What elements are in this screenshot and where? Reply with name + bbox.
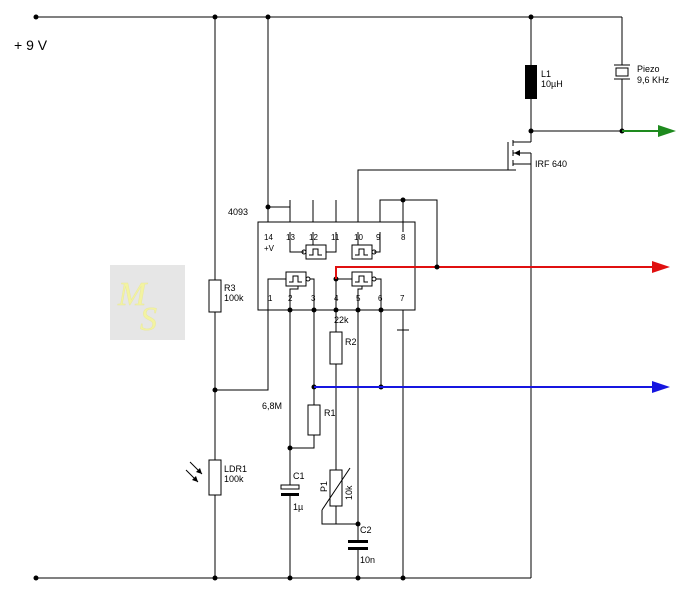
ldr1-value: 100k xyxy=(224,474,244,484)
piezo-ref: Piezo xyxy=(637,64,660,74)
mosfet-ref: IRF 640 xyxy=(535,159,567,169)
c2-capacitor: C2 10n xyxy=(348,525,375,578)
nand-gate-c xyxy=(301,244,327,260)
nand-gate-a xyxy=(285,271,311,287)
p1-value: 10k xyxy=(344,485,354,500)
c2-value: 10n xyxy=(360,555,375,565)
piezo-value: 9,6 KHz xyxy=(637,75,670,85)
top-rail xyxy=(33,14,622,20)
ms-watermark-logo: M S xyxy=(110,265,185,340)
c2-ref: C2 xyxy=(360,525,372,535)
c1-value: 1µ xyxy=(293,502,303,512)
c1-ref: C1 xyxy=(293,471,305,481)
ground-rail xyxy=(33,575,531,581)
r2-ref: R2 xyxy=(345,337,357,347)
r1-ref: R1 xyxy=(324,408,336,418)
output-arrow-green xyxy=(622,125,676,137)
p1-ref: P1 xyxy=(319,481,329,492)
svg-text:M: M xyxy=(117,276,148,313)
ic-name: 4093 xyxy=(228,207,248,217)
svg-text:11: 11 xyxy=(331,233,340,242)
r1-resistor: 6,8M R1 xyxy=(262,401,336,449)
r3-resistor: R3 100k xyxy=(208,17,244,460)
irf640-mosfet: IRF 640 xyxy=(507,131,567,578)
r1-value-label: 6,8M xyxy=(262,401,282,411)
r2-value: 22k xyxy=(334,315,349,325)
svg-text:13: 13 xyxy=(286,233,295,242)
svg-text:9: 9 xyxy=(376,233,381,242)
l1-value: 10µH xyxy=(541,79,563,89)
nand-gate-b xyxy=(351,271,377,287)
svg-text:7: 7 xyxy=(400,294,405,303)
l1-ref: L1 xyxy=(541,69,551,79)
output-arrow-blue xyxy=(314,381,670,393)
ldr1-sensor: LDR1 100k xyxy=(185,459,247,578)
piezo-buzzer: Piezo 9,6 KHz xyxy=(614,17,670,131)
nand-gate-d xyxy=(351,244,377,260)
p1-potentiometer: P1 10k xyxy=(319,467,358,525)
svg-text:1: 1 xyxy=(268,294,273,303)
svg-text:12: 12 xyxy=(309,233,318,242)
svg-text:14: 14 xyxy=(264,233,273,242)
r3-value: 100k xyxy=(224,293,244,303)
output-arrow-red xyxy=(335,261,670,279)
svg-text:8: 8 xyxy=(401,233,406,242)
r3-ref: R3 xyxy=(224,283,236,293)
svg-text:S: S xyxy=(140,301,157,338)
c1-capacitor: C1 1µ xyxy=(280,471,305,578)
r2-resistor: 22k R2 xyxy=(329,310,357,470)
l1-inductor: L1 10µH xyxy=(525,17,563,131)
ldr1-ref: LDR1 xyxy=(224,464,247,474)
ic-4093: 4093 +V 1 2 3 4 5 6 7 8 9 10 11 12 13 14 xyxy=(228,17,516,331)
supply-voltage-label: + 9 V xyxy=(14,37,48,53)
svg-text:10: 10 xyxy=(354,233,363,242)
ic-vcc-label: +V xyxy=(264,244,275,253)
